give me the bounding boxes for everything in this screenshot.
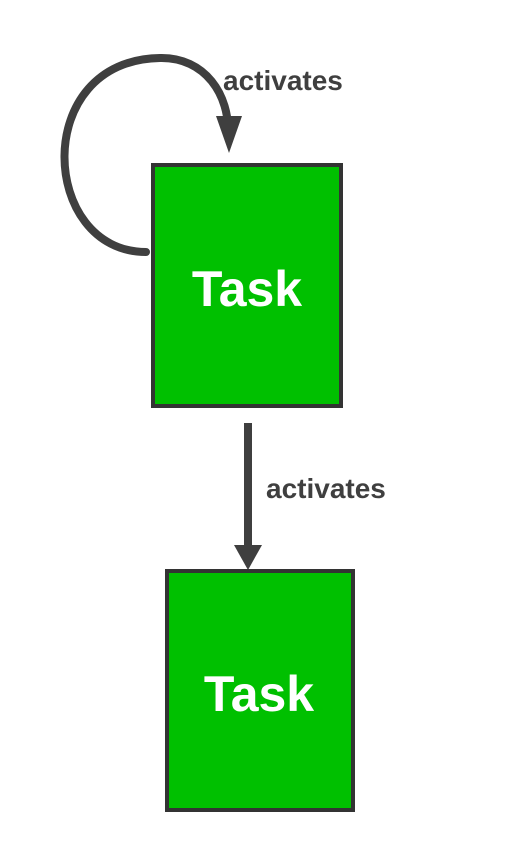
down-edge-label: activates [266, 473, 386, 504]
task-node-bottom-box [165, 569, 355, 812]
self-loop-arrowhead-icon [216, 116, 242, 153]
task-node-top-box [151, 163, 343, 408]
edge-self-loop: activates [60, 53, 343, 256]
task-node-bottom-label: Task [204, 666, 314, 722]
task-node-bottom[interactable]: Task [165, 569, 355, 812]
self-loop-edge-label: activates [223, 65, 343, 96]
task-node-top[interactable]: Task [151, 163, 343, 408]
self-loop-arrow-path [60, 53, 233, 256]
task-node-top-label: Task [192, 261, 302, 317]
edge-top-to-bottom: activates [234, 423, 386, 570]
down-arrowhead-icon [234, 545, 262, 570]
